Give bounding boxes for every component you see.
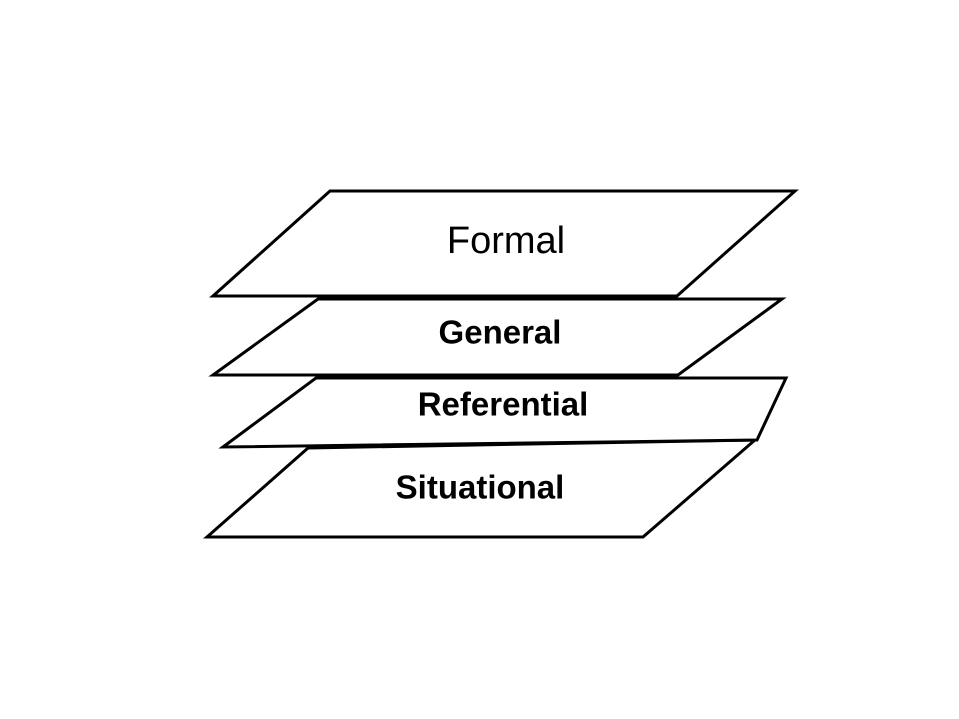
- layer-label-referential: Referential: [418, 386, 589, 423]
- plane-shape-formal[interactable]: [209, 189, 799, 298]
- layer-referential[interactable]: Referential: [218, 376, 789, 449]
- layer-formal[interactable]: Formal: [209, 189, 799, 298]
- layer-situational[interactable]: Situational: [203, 438, 760, 539]
- layer-general[interactable]: General: [208, 297, 787, 377]
- layer-label-formal: Formal: [447, 220, 565, 262]
- layer-label-situational: Situational: [396, 469, 565, 506]
- layer-label-general: General: [439, 314, 562, 351]
- plane-shape-referential[interactable]: [218, 376, 789, 449]
- plane-shape-general[interactable]: [208, 297, 787, 377]
